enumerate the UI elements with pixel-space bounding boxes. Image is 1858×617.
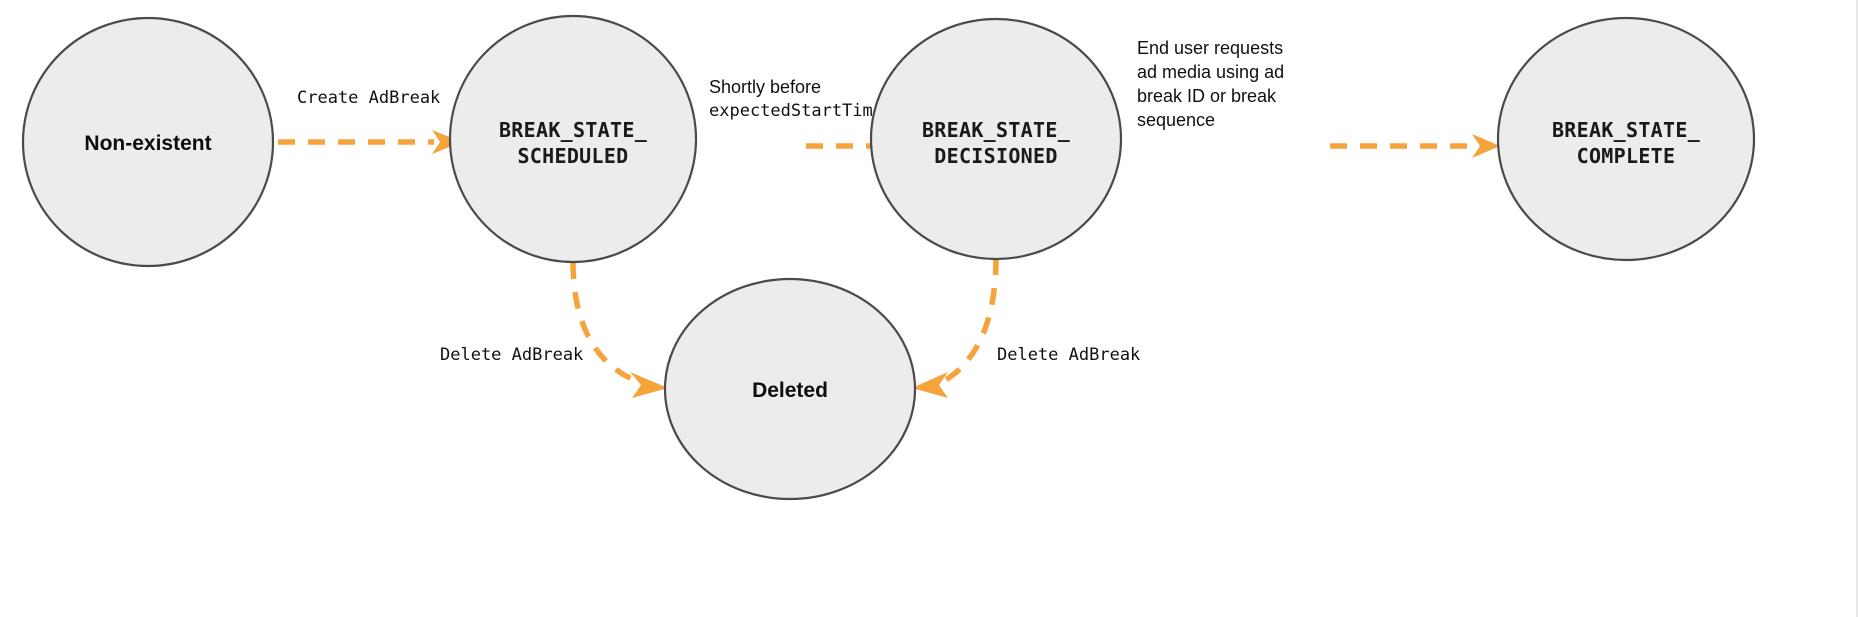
state-node-break-state-complete[interactable]: BREAK_STATE_ COMPLETE	[1496, 16, 1756, 262]
state-node-break-state-scheduled-label-line1: BREAK_STATE_	[499, 118, 648, 142]
edge-end-user-requests-label-line2: ad media using ad	[1137, 62, 1284, 82]
state-node-deleted-label: Deleted	[752, 379, 828, 402]
state-node-break-state-complete-label-line1: BREAK_STATE_	[1552, 118, 1701, 142]
edge-delete-from-decisioned-arrowhead	[912, 372, 948, 398]
edge-delete-from-scheduled-label-line1: Delete AdBreak	[440, 345, 583, 365]
state-node-break-state-scheduled[interactable]: BREAK_STATE_ SCHEDULED	[448, 14, 698, 264]
state-node-non-existent[interactable]: Non-existent	[21, 16, 275, 268]
state-node-break-state-scheduled-shape	[448, 14, 698, 264]
edge-shortly-before-label-line2: expectedStartTime	[709, 101, 883, 121]
edge-delete-from-scheduled-arrowhead	[630, 372, 668, 398]
state-node-break-state-complete-label-line2: COMPLETE	[1577, 144, 1676, 168]
edge-end-user-requests-ad-media[interactable]: End user requests ad media using ad brea…	[1137, 38, 1500, 158]
state-node-break-state-decisioned-shape	[869, 17, 1123, 261]
edge-create-adbreak[interactable]: Create AdBreak	[278, 88, 462, 154]
edge-shortly-before-label-line1: Shortly before	[709, 77, 821, 97]
edge-delete-adbreak-from-decisioned[interactable]: Delete AdBreak	[912, 257, 1140, 398]
state-node-non-existent-shape	[21, 16, 275, 268]
edge-end-user-requests-label-line4: sequence	[1137, 110, 1215, 130]
state-node-non-existent-label: Non-existent	[84, 132, 211, 155]
state-node-break-state-decisioned-label-line1: BREAK_STATE_	[922, 118, 1071, 142]
edge-delete-adbreak-from-scheduled[interactable]: Delete AdBreak	[440, 261, 668, 398]
edge-end-user-requests-label-line1: End user requests	[1137, 38, 1283, 58]
edge-delete-from-decisioned-line	[936, 257, 999, 387]
state-node-break-state-decisioned[interactable]: BREAK_STATE_ DECISIONED	[869, 17, 1123, 261]
edge-delete-from-scheduled-line	[570, 261, 646, 387]
edge-create-adbreak-label-line1: Create AdBreak	[297, 88, 440, 108]
state-node-deleted[interactable]: Deleted	[663, 277, 917, 501]
edge-end-user-requests-arrowhead	[1472, 134, 1500, 158]
edge-end-user-requests-label-line3: break ID or break	[1137, 86, 1277, 106]
state-node-deleted-shape	[663, 277, 917, 501]
state-node-break-state-complete-shape	[1496, 16, 1756, 262]
edge-create-adbreak-arrowhead	[432, 130, 462, 154]
state-node-break-state-decisioned-label-line2: DECISIONED	[934, 144, 1057, 168]
state-node-break-state-scheduled-label-line2: SCHEDULED	[517, 144, 628, 168]
edge-delete-from-decisioned-label-line1: Delete AdBreak	[997, 345, 1140, 365]
